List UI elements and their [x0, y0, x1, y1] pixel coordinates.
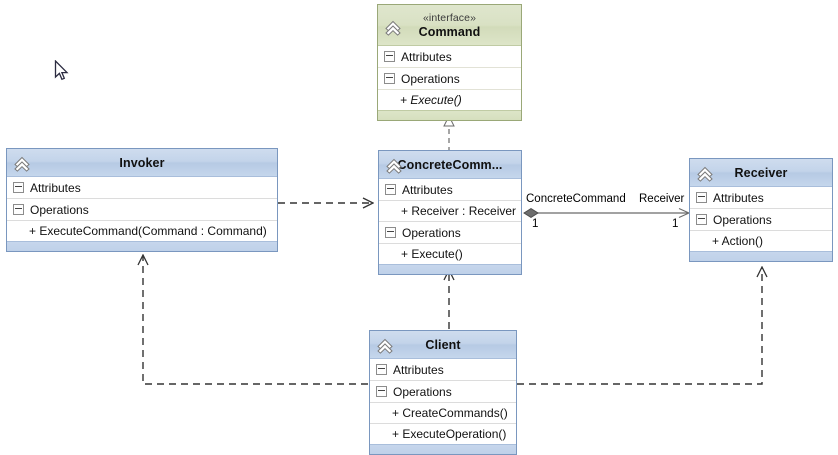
class-footer-invoker: [7, 241, 277, 251]
association-source-multiplicity-label: 1: [532, 218, 539, 230]
class-stereotype-command: «interface»: [422, 11, 477, 24]
collapse-toggle-icon[interactable]: [13, 182, 24, 193]
operations-section-command[interactable]: Operations: [378, 68, 521, 90]
association-target-role-label: Receiver: [639, 193, 685, 205]
attributes-label-receiver: Attributes: [713, 190, 764, 205]
operations-label-client: Operations: [393, 384, 452, 399]
operation-item: + ExecuteOperation(): [370, 424, 516, 444]
collapse-toggle-icon[interactable]: [384, 51, 395, 62]
attributes-label-invoker: Attributes: [30, 180, 81, 195]
class-name-concretecommand: ConcreteComm...: [397, 157, 503, 172]
operations-label-invoker: Operations: [30, 202, 89, 217]
operation-item: + CreateCommands(): [370, 403, 516, 424]
collapse-toggle-icon[interactable]: [384, 73, 395, 84]
collapse-toggle-icon[interactable]: [385, 227, 396, 238]
class-name-client: Client: [425, 337, 461, 352]
class-footer-command: [378, 110, 521, 120]
attributes-label-client: Attributes: [393, 362, 444, 377]
operation-item: + Execute(): [379, 244, 521, 264]
collapse-toggle-icon[interactable]: [696, 192, 707, 203]
class-footer-receiver: [690, 251, 832, 261]
association-target-multiplicity-label: 1: [672, 218, 679, 230]
operations-label-command: Operations: [401, 71, 460, 86]
class-name-command: Command: [418, 24, 481, 39]
class-header-command: «interface» Command: [378, 5, 521, 46]
operations-label-receiver: Operations: [713, 212, 772, 227]
attributes-label-concretecommand: Attributes: [402, 182, 453, 197]
class-box-receiver[interactable]: Receiver Attributes Operations + Action(…: [689, 158, 833, 262]
attributes-section-concretecommand[interactable]: Attributes: [379, 179, 521, 201]
mouse-cursor-icon: [54, 60, 69, 81]
operation-item: + Execute(): [378, 90, 521, 110]
operation-item: + ExecuteCommand(Command : Command): [7, 221, 277, 241]
edge-dependency-client-invoker: [143, 256, 368, 385]
operations-section-receiver[interactable]: Operations: [690, 209, 832, 231]
class-footer-concretecommand: [379, 264, 521, 274]
collapse-chevron-icon[interactable]: [13, 154, 31, 172]
class-footer-client: [370, 444, 516, 454]
class-box-concretecommand[interactable]: ConcreteComm... Attributes + Receiver : …: [378, 150, 522, 275]
class-box-client[interactable]: Client Attributes Operations + CreateCom…: [369, 330, 517, 455]
class-name-receiver: Receiver: [734, 165, 788, 180]
class-header-invoker: Invoker: [7, 149, 277, 177]
collapse-toggle-icon[interactable]: [13, 204, 24, 215]
collapse-chevron-icon[interactable]: [384, 18, 402, 36]
collapse-chevron-icon[interactable]: [696, 164, 714, 182]
operations-section-client[interactable]: Operations: [370, 381, 516, 403]
class-header-concretecommand: ConcreteComm...: [379, 151, 521, 179]
class-header-receiver: Receiver: [690, 159, 832, 187]
edge-dependency-client-receiver: [517, 268, 762, 385]
collapse-toggle-icon[interactable]: [376, 364, 387, 375]
collapse-chevron-icon[interactable]: [376, 336, 394, 354]
collapse-toggle-icon[interactable]: [376, 386, 387, 397]
class-box-command[interactable]: «interface» Command Attributes Operation…: [377, 4, 522, 121]
operations-section-invoker[interactable]: Operations: [7, 199, 277, 221]
class-header-client: Client: [370, 331, 516, 359]
attributes-section-receiver[interactable]: Attributes: [690, 187, 832, 209]
class-box-invoker[interactable]: Invoker Attributes Operations + ExecuteC…: [6, 148, 278, 252]
attributes-label-command: Attributes: [401, 49, 452, 64]
operations-label-concretecommand: Operations: [402, 225, 461, 240]
collapse-toggle-icon[interactable]: [385, 184, 396, 195]
attributes-section-command[interactable]: Attributes: [378, 46, 521, 68]
operations-section-concretecommand[interactable]: Operations: [379, 222, 521, 244]
attributes-section-invoker[interactable]: Attributes: [7, 177, 277, 199]
attributes-section-client[interactable]: Attributes: [370, 359, 516, 381]
association-source-role-label: ConcreteCommand: [526, 193, 626, 205]
collapse-toggle-icon[interactable]: [696, 214, 707, 225]
collapse-chevron-icon[interactable]: [385, 156, 403, 174]
operation-item: + Action(): [690, 231, 832, 251]
attribute-item: + Receiver : Receiver: [379, 201, 521, 222]
class-name-invoker: Invoker: [119, 155, 165, 170]
